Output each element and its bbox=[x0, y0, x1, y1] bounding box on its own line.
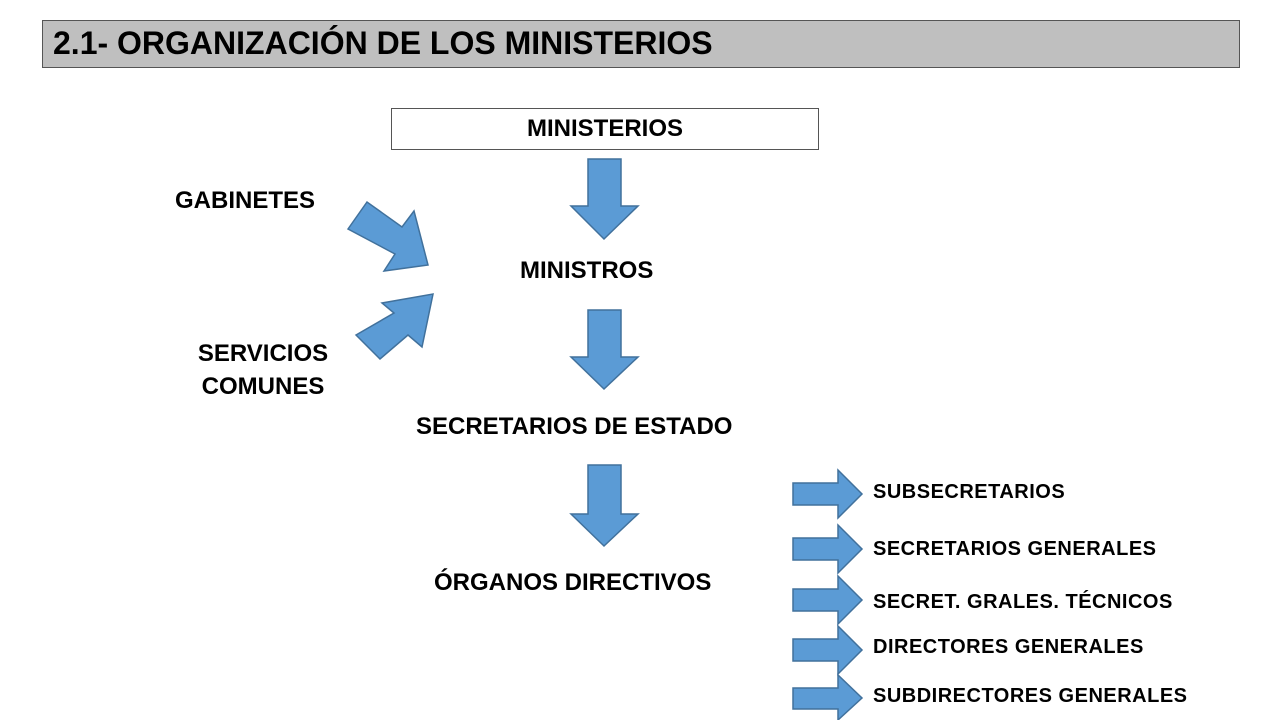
page-title: 2.1- ORGANIZACIÓN DE LOS MINISTERIOS bbox=[53, 25, 713, 61]
right-arrow-secretarios-generales bbox=[792, 523, 864, 575]
servicios-comunes-label-line1: SERVICIOS bbox=[197, 340, 329, 367]
down-arrow-ministerios-to-ministros bbox=[569, 158, 640, 241]
diagonal-arrow-servicios bbox=[354, 293, 434, 361]
ministros-label: MINISTROS bbox=[520, 257, 654, 284]
ministerios-label: MINISTERIOS bbox=[526, 115, 683, 142]
ministerios-box: MINISTERIOS bbox=[391, 108, 819, 150]
right-arrow-directores-generales bbox=[792, 624, 864, 676]
organos-item-subsecretarios: SUBSECRETARIOS bbox=[873, 481, 1066, 503]
organos-item-subdirectores-generales: SUBDIRECTORES GENERALES bbox=[873, 685, 1188, 707]
down-arrow-ministros-to-secretarios bbox=[569, 309, 640, 391]
secretarios-estado-label: SECRETARIOS DE ESTADO bbox=[416, 413, 733, 440]
right-arrow-subsecretarios bbox=[792, 468, 864, 520]
down-arrow-secretarios-to-organos bbox=[569, 464, 640, 548]
servicios-comunes-label-line2: COMUNES bbox=[201, 373, 325, 400]
title-bar: 2.1- ORGANIZACIÓN DE LOS MINISTERIOS bbox=[42, 20, 1240, 68]
right-arrow-subdirectores-generales bbox=[792, 673, 864, 720]
organos-item-secretarios-generales: SECRETARIOS GENERALES bbox=[873, 538, 1157, 560]
organos-item-directores-generales: DIRECTORES GENERALES bbox=[873, 636, 1144, 658]
gabinetes-label: GABINETES bbox=[175, 187, 316, 214]
right-arrow-secret-grales-tecnicos bbox=[792, 574, 864, 626]
organos-directivos-label: ÓRGANOS DIRECTIVOS bbox=[434, 569, 712, 596]
diagonal-arrow-gabinetes bbox=[346, 200, 429, 272]
organos-item-secret-grales-tecnicos: SECRET. GRALES. TÉCNICOS bbox=[873, 591, 1173, 613]
